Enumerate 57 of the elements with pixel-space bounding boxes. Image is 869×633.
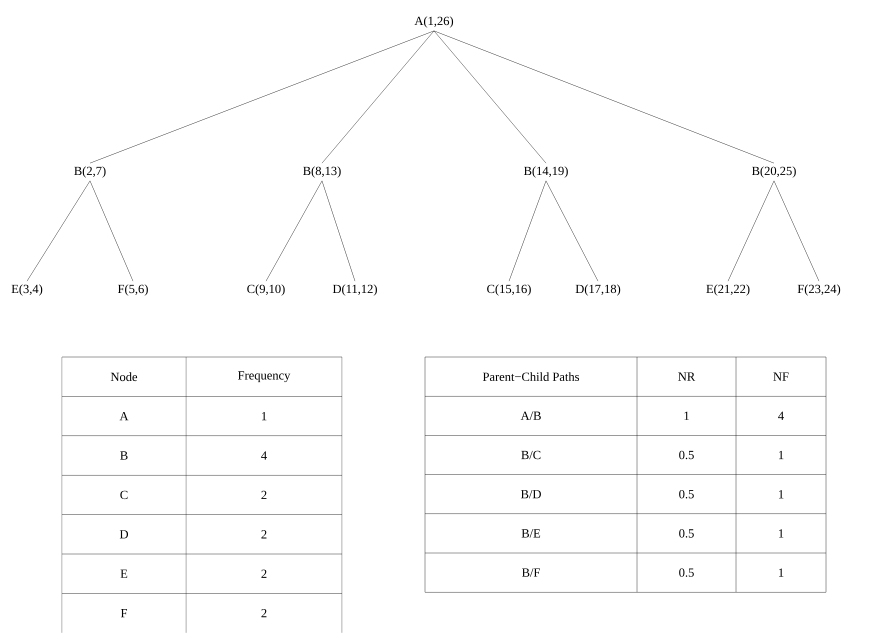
cell-text: 1 <box>778 450 784 460</box>
cell-text: B/C <box>521 450 540 460</box>
node-label: F(23,24) <box>798 284 840 296</box>
node-label: B(2,7) <box>74 166 106 178</box>
node-label: E(21,22) <box>706 284 750 296</box>
cell-text: Node <box>110 372 138 382</box>
cell-text: NR <box>678 372 696 381</box>
cell-text: 0.5 <box>679 568 694 577</box>
cell-text: 4 <box>778 412 784 420</box>
cell-text: B/F <box>522 568 540 577</box>
cell-text: Frequency <box>238 371 290 382</box>
node-label: D(11,12) <box>332 284 377 296</box>
tree-line <box>434 30 546 164</box>
node-label: B(20,25) <box>752 166 796 178</box>
tree-line <box>322 30 434 164</box>
cell-text: 1 <box>684 412 689 420</box>
cell-text: 4 <box>261 451 267 460</box>
cell-text: 1 <box>778 490 784 498</box>
cell-text: 1 <box>778 568 784 577</box>
cell-text: 1 <box>778 529 784 538</box>
cell-text: 2 <box>261 530 266 538</box>
node-label: B(8,13) <box>303 166 341 178</box>
cell-text: 2 <box>261 490 266 500</box>
tree-line <box>90 180 134 282</box>
cell-text: A <box>120 412 128 420</box>
cell-text: A/B <box>520 412 541 420</box>
node-label: F(5,6) <box>118 284 148 296</box>
cell-text: E <box>120 570 128 578</box>
tree-line <box>434 30 774 164</box>
tree-line <box>728 180 774 282</box>
cell-text: C <box>120 490 128 500</box>
cell-text: NF <box>773 372 789 381</box>
node-label: E(3,4) <box>12 284 42 296</box>
cell-text: 0.5 <box>679 490 694 498</box>
node-label: C(9,10) <box>247 284 285 296</box>
tree-line <box>774 180 820 282</box>
node-label: D(17,18) <box>576 284 620 296</box>
cell-text: B/E <box>522 529 540 538</box>
cell-text: 0.5 <box>679 450 694 460</box>
tree-line <box>546 180 598 282</box>
tree-line <box>266 180 322 282</box>
node-label: B(14,19) <box>524 166 568 178</box>
tree-line <box>508 180 546 282</box>
cell-text: B <box>120 451 128 460</box>
node-label: A(1,26) <box>414 16 454 28</box>
tree-line <box>322 180 356 282</box>
node-label: C(15,16) <box>487 284 531 296</box>
tree-line <box>26 180 90 282</box>
cell-text: 0.5 <box>679 529 694 538</box>
cell-text: 1 <box>262 412 266 420</box>
cell-text: 2 <box>261 608 266 618</box>
tree-line <box>90 30 434 164</box>
cell-text: B/D <box>520 490 541 498</box>
cell-text: D <box>120 530 128 538</box>
cell-text: F <box>120 609 128 618</box>
cell-text: Parent−Child Paths <box>482 372 580 381</box>
cell-text: 2 <box>261 570 266 578</box>
